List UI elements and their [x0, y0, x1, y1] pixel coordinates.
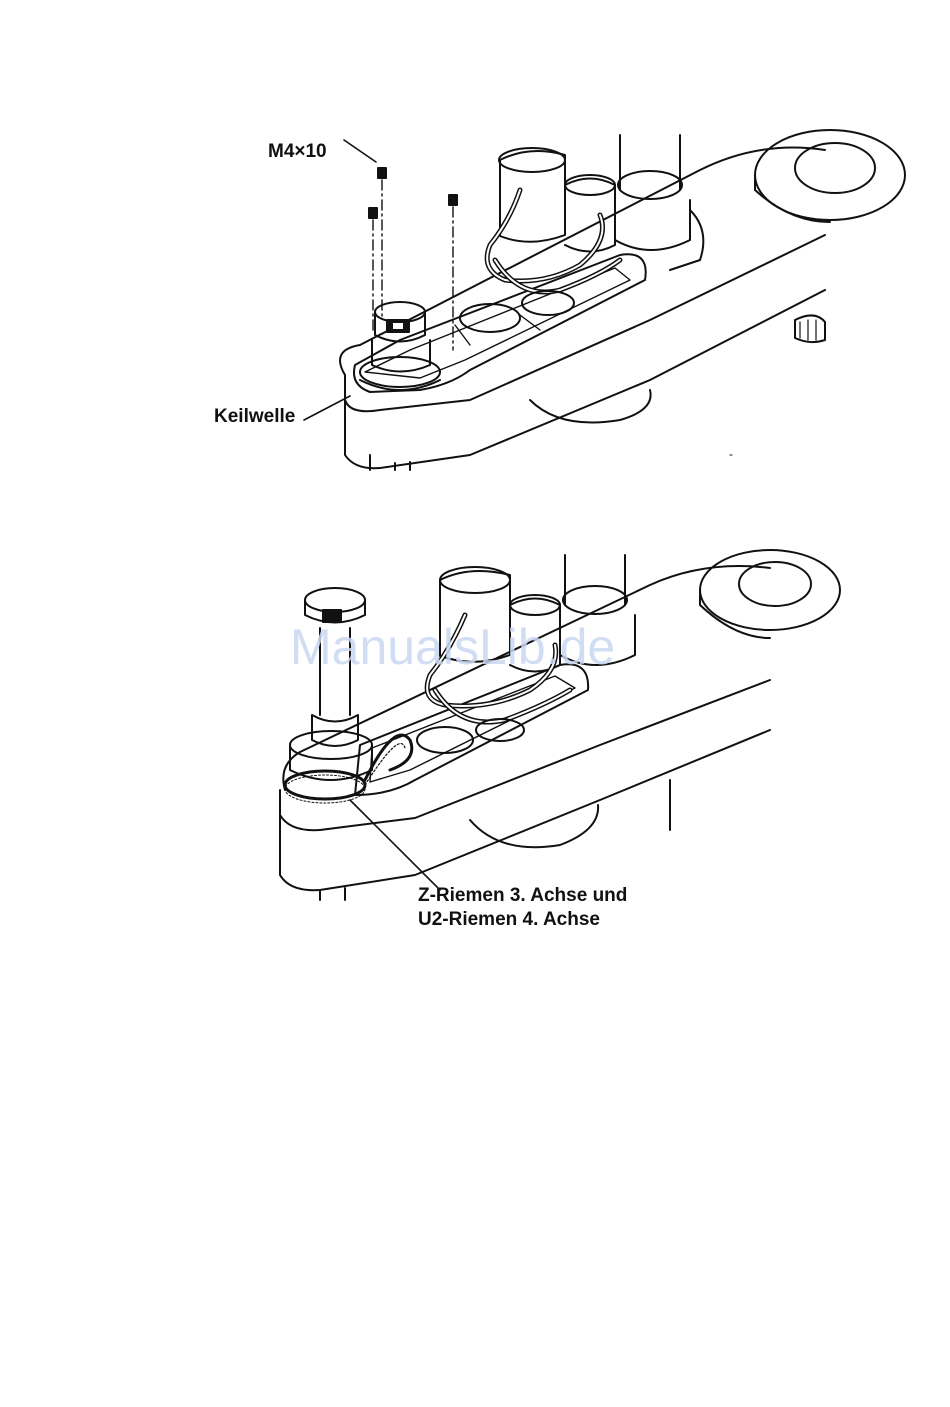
top-spline-nut: [360, 302, 440, 390]
watermark-text: ManualsLib.de: [290, 618, 615, 676]
spline-shaft-label: Keilwelle: [214, 405, 295, 429]
screw-label: M4×10: [268, 140, 327, 164]
belt-label-line-1: Z-Riemen 3. Achse und: [418, 884, 627, 908]
bottom-base-disk: [700, 550, 840, 638]
top-arm-diagram: [304, 130, 905, 470]
bottom-belts: [285, 735, 412, 803]
top-column: [615, 135, 703, 270]
top-base-disk: [755, 130, 905, 222]
bottom-column: [560, 555, 670, 830]
bottom-arm-diagram: [280, 550, 840, 900]
top-shaft-leader-line: [304, 396, 350, 420]
top-screw-leader-line: [344, 140, 376, 162]
belt-label-line-2: U2-Riemen 4. Achse: [418, 908, 600, 932]
